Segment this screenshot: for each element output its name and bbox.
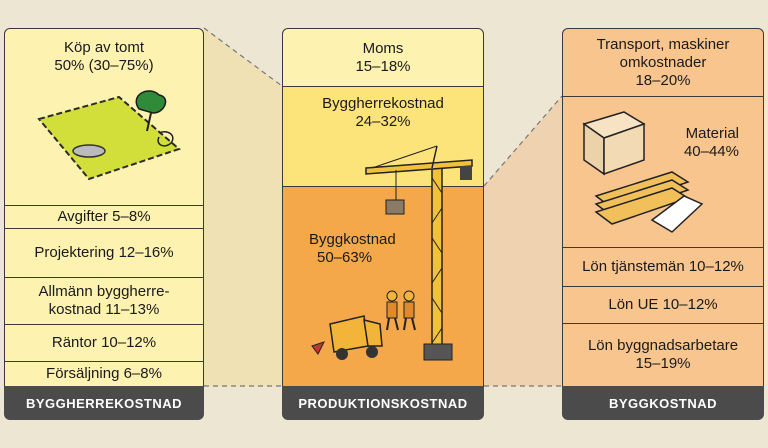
allman-byggherrekostnad-value: kostnad 11–13% bbox=[48, 301, 160, 318]
forsaljning-box: Försäljning 6–8% bbox=[4, 361, 204, 387]
transport-box: Transport, maskiner omkostnader 18–20% bbox=[562, 28, 764, 97]
rantor-box: Räntor 10–12% bbox=[4, 324, 204, 362]
transport-label-2: omkostnader bbox=[619, 53, 707, 71]
transport-label: Transport, maskiner bbox=[596, 35, 730, 53]
projektering-box: Projektering 12–16% bbox=[4, 228, 204, 278]
lon-byggnadsarbetare-value: 15–19% bbox=[635, 355, 691, 372]
byggkostnad-footer: BYGGKOSTNAD bbox=[562, 386, 764, 420]
material-box: Material 40–44% bbox=[562, 96, 764, 248]
kop-av-tomt-box: Köp av tomt 50% (30–75%) bbox=[4, 28, 204, 206]
byggherrekostnad-mid-value: 24–32% bbox=[355, 113, 411, 130]
avgifter-box: Avgifter 5–8% bbox=[4, 205, 204, 229]
byggherrekostnad-mid-label: Byggherrekostnad bbox=[322, 95, 444, 112]
byggkostnad-mid-value: 50–63% bbox=[317, 249, 373, 266]
lon-ue-label: Lön UE 10–12% bbox=[608, 296, 718, 313]
produktionskostnad-footer: PRODUKTIONSKOSTNAD bbox=[282, 386, 484, 420]
lon-ue-box: Lön UE 10–12% bbox=[562, 286, 764, 324]
moms-box: Moms 15–18% bbox=[282, 28, 484, 87]
kop-av-tomt-value: 50% (30–75%) bbox=[54, 57, 154, 74]
lon-byggnadsarbetare-box: Lön byggnadsarbetare 15–19% bbox=[562, 323, 764, 387]
produktionskostnad-panel: Moms 15–18% Byggherrekostnad 24–32% Bygg… bbox=[282, 28, 484, 420]
byggkostnad-panel: Transport, maskiner omkostnader 18–20% M… bbox=[562, 28, 764, 420]
land-plot-icon bbox=[37, 90, 181, 181]
transport-value: 18–20% bbox=[635, 71, 691, 89]
material-label: Material bbox=[685, 125, 739, 142]
lon-tjansteman-label: Lön tjänstemän 10–12% bbox=[582, 258, 744, 275]
byggherrekostnad-footer: BYGGHERREKOSTNAD bbox=[4, 386, 204, 420]
byggherrekostnad-mid-box: Byggherrekostnad 24–32% bbox=[282, 86, 484, 187]
byggkostnad-mid-label: Byggkostnad bbox=[309, 231, 396, 248]
lon-tjansteman-box: Lön tjänstemän 10–12% bbox=[562, 247, 764, 287]
projektering-label: Projektering 12–16% bbox=[34, 244, 174, 261]
kop-av-tomt-label: Köp av tomt bbox=[63, 39, 145, 56]
forsaljning-label: Försäljning 6–8% bbox=[46, 365, 162, 382]
rantor-label: Räntor 10–12% bbox=[51, 334, 157, 351]
material-value: 40–44% bbox=[683, 143, 739, 160]
avgifter-label: Avgifter 5–8% bbox=[57, 208, 151, 225]
allman-byggherrekostnad-box: Allmänn byggherre- kostnad 11–13% bbox=[4, 277, 204, 325]
byggherrekostnad-panel: Köp av tomt 50% (30–75%) Avgifter 5–8% P… bbox=[4, 28, 204, 420]
allman-byggherrekostnad-label: Allmänn byggherre- bbox=[38, 283, 170, 300]
lon-byggnadsarbetare-label: Lön byggnadsarbetare bbox=[587, 337, 739, 354]
byggkostnad-mid-box: Byggkostnad 50–63% bbox=[282, 186, 484, 387]
moms-value: 15–18% bbox=[355, 57, 411, 75]
moms-label: Moms bbox=[362, 39, 404, 57]
